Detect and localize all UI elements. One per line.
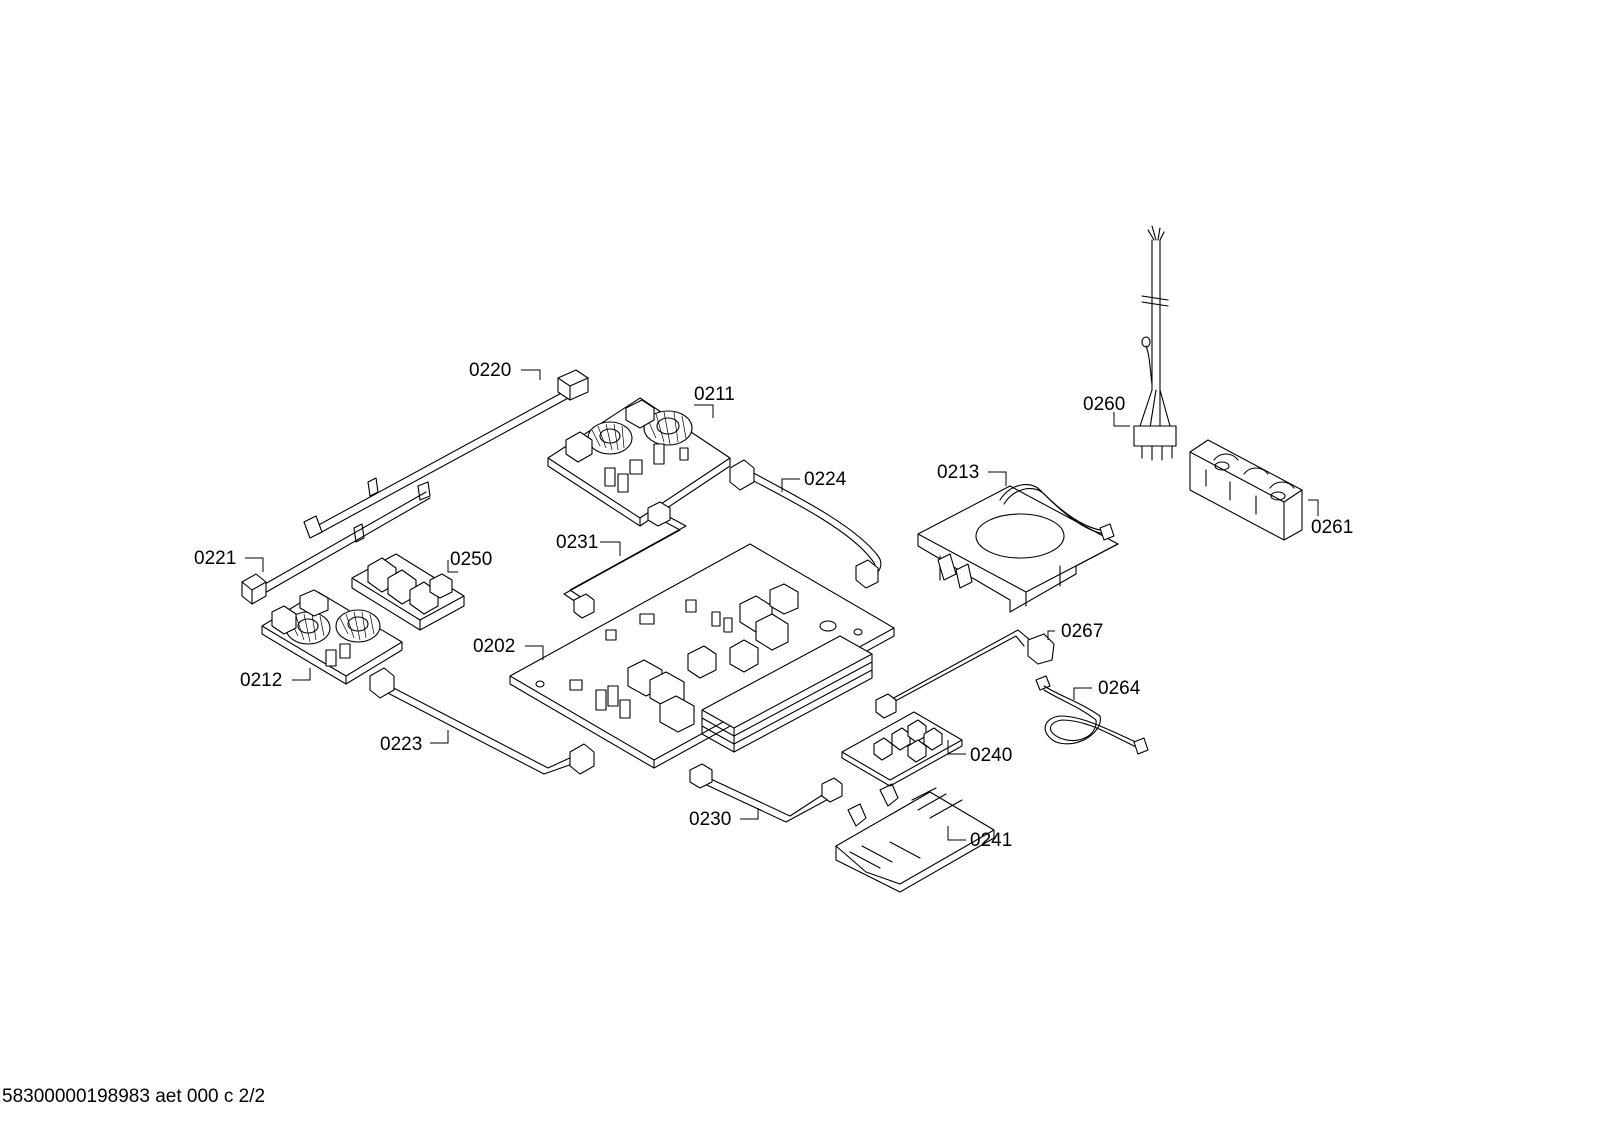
part-labels: 0220 0211 0224 0221 0250 0231 0212 0202 … bbox=[194, 360, 1353, 851]
part-0220-cable[interactable] bbox=[303, 369, 589, 539]
document-id-footer: 58300000198983 aet 000 c 2/2 bbox=[2, 1086, 266, 1107]
part-0267-cable[interactable] bbox=[875, 629, 1055, 719]
part-0212-filter-board[interactable] bbox=[261, 589, 403, 685]
label-0241: 0241 bbox=[970, 830, 1012, 851]
part-0202-power-board[interactable] bbox=[509, 543, 895, 769]
part-0213-fan[interactable] bbox=[917, 484, 1119, 613]
label-0221: 0221 bbox=[194, 548, 236, 569]
part-0231-cable[interactable] bbox=[563, 501, 687, 619]
part-0221-cable[interactable] bbox=[241, 481, 431, 605]
part-0224-cable[interactable] bbox=[729, 459, 882, 589]
part-0250-relay-board[interactable] bbox=[351, 553, 465, 631]
part-0230-cable[interactable] bbox=[689, 763, 843, 823]
part-0260-mains-cable[interactable] bbox=[1133, 225, 1177, 461]
label-0212: 0212 bbox=[240, 670, 282, 691]
part-0223-cable[interactable] bbox=[369, 667, 595, 775]
label-0260: 0260 bbox=[1083, 394, 1125, 415]
label-0224: 0224 bbox=[804, 469, 847, 490]
label-0230: 0230 bbox=[689, 809, 731, 830]
label-0213: 0213 bbox=[937, 462, 979, 483]
label-0223: 0223 bbox=[380, 734, 422, 755]
part-0261-terminal-block[interactable] bbox=[1189, 439, 1303, 541]
part-0241-cover[interactable] bbox=[835, 783, 995, 893]
label-0250: 0250 bbox=[450, 549, 492, 570]
part-0211-filter-board[interactable] bbox=[547, 397, 731, 527]
part-0240-control-board[interactable] bbox=[841, 711, 963, 787]
label-0267: 0267 bbox=[1061, 621, 1103, 642]
label-0240: 0240 bbox=[970, 745, 1012, 766]
part-0264-sensor-cable[interactable] bbox=[1035, 675, 1149, 755]
label-0261: 0261 bbox=[1311, 517, 1353, 538]
label-0264: 0264 bbox=[1098, 678, 1141, 699]
label-0202: 0202 bbox=[473, 636, 515, 657]
label-0211: 0211 bbox=[694, 384, 735, 405]
label-0231: 0231 bbox=[556, 532, 598, 553]
label-0220: 0220 bbox=[469, 360, 511, 381]
